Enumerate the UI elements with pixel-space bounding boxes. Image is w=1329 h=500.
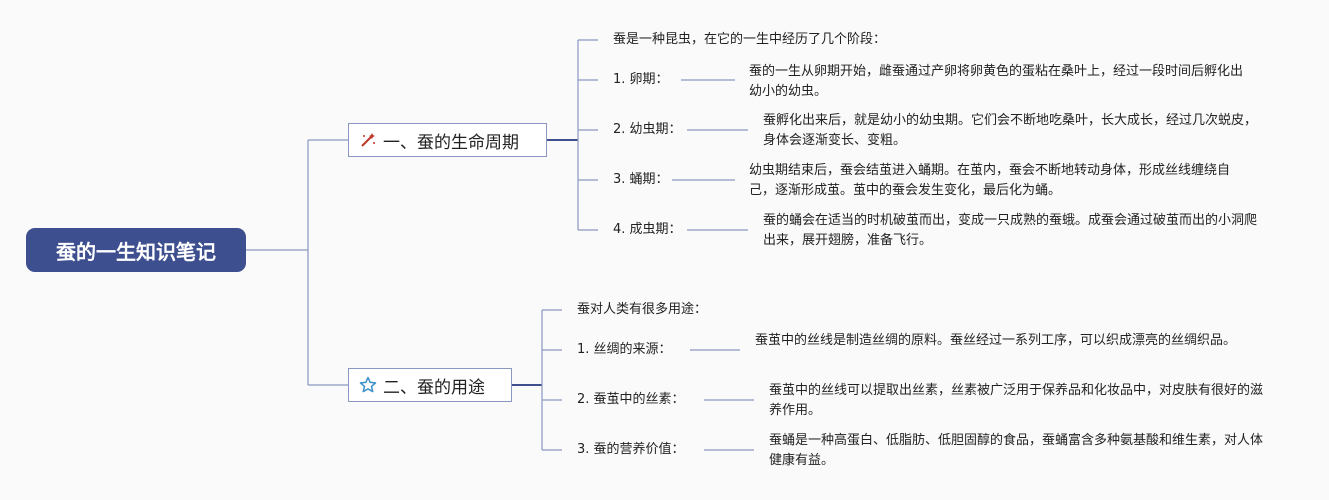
branch-label: 一、蚕的生命周期 [383, 132, 519, 153]
stage-label-larva[interactable]: 2. 幼虫期： [613, 122, 682, 137]
branch-life-cycle[interactable]: 一、蚕的生命周期 [348, 123, 547, 157]
use-label-sericin[interactable]: 2. 蚕茧中的丝素： [577, 392, 685, 407]
branch-label: 二、蚕的用途 [383, 377, 485, 398]
branch-intro: 蚕对人类有很多用途： [577, 302, 708, 317]
root-topic[interactable]: 蚕的一生知识笔记 [26, 228, 246, 272]
use-text-silk: 蚕茧中的丝线是制造丝绸的原料。蚕丝经过一系列工序，可以织成漂亮的丝绸织品。 [755, 333, 1237, 348]
stage-text-adult: 蚕的蛹会在适当的时机破茧而出，变成一只成熟的蚕蛾。成蚕会通过破茧而出的小洞爬出来… [763, 213, 1258, 248]
stage-text-egg: 蚕的一生从卵期开始，雌蚕通过产卵将卵黄色的蛋粘在桑叶上，经过一段时间后孵化出幼小… [749, 64, 1244, 99]
branch-intro: 蚕是一种昆虫，在它的一生中经历了几个阶段： [613, 32, 887, 47]
stage-text-pupa: 幼虫期结束后，蚕会结茧进入蛹期。在茧内，蚕会不断地转动身体，形成丝线缠绕自己，逐… [749, 163, 1231, 198]
root-title: 蚕的一生知识笔记 [56, 239, 216, 264]
branch-uses[interactable]: 二、蚕的用途 [348, 368, 512, 402]
use-label-nutrition[interactable]: 3. 蚕的营养价值： [577, 442, 685, 457]
stage-text-larva: 蚕孵化出来后，就是幼小的幼虫期。它们会不断地吃桑叶，长大成长，经过几次蜕皮，身体… [763, 113, 1258, 148]
use-label-silk[interactable]: 1. 丝绸的来源： [577, 342, 672, 357]
stage-label-pupa[interactable]: 3. 蛹期： [613, 172, 669, 187]
stage-label-adult[interactable]: 4. 成虫期： [613, 222, 682, 237]
use-text-nutrition: 蚕蛹是一种高蛋白、低脂肪、低胆固醇的食品，蚕蛹富含多种氨基酸和维生素，对人体健康… [769, 433, 1264, 468]
stage-label-egg[interactable]: 1. 卵期： [613, 72, 669, 87]
star-icon [359, 376, 377, 394]
magic-wand-icon [359, 131, 377, 149]
use-text-sericin: 蚕茧中的丝线可以提取出丝素，丝素被广泛用于保养品和化妆品中，对皮肤有很好的滋养作… [769, 383, 1264, 418]
